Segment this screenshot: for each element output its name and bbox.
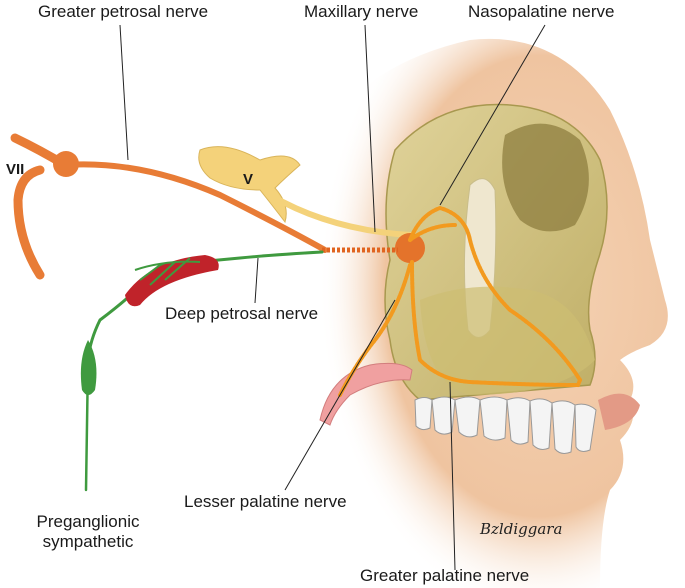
label-lesser-palatine-nerve: Lesser palatine nerve xyxy=(184,492,347,511)
label-greater-palatine-nerve: Greater palatine nerve xyxy=(360,566,530,585)
label-nasopalatine-nerve: Nasopalatine nerve xyxy=(468,2,615,21)
internal-carotid-artery xyxy=(125,255,219,307)
artist-signature: Bzldiggara xyxy=(480,520,563,538)
label-deep-petrosal-nerve: Deep petrosal nerve xyxy=(165,304,319,323)
label-vii: VII xyxy=(6,161,25,178)
pterygopalatine-ganglion xyxy=(395,233,425,263)
carotid-plexus xyxy=(134,257,201,286)
palatine-branches xyxy=(338,205,582,397)
upper-teeth xyxy=(414,396,597,454)
label-preganglionic-sympathetic: Preganglionic sympathetic xyxy=(18,512,158,552)
maxilla xyxy=(420,286,595,395)
upper-lip xyxy=(598,393,640,430)
label-maxillary-nerve: Maxillary nerve xyxy=(304,2,419,21)
label-preganglionic-line1: Preganglionic xyxy=(36,512,140,531)
superior-cervical-ganglion xyxy=(80,340,97,395)
sympathetic-chain xyxy=(84,250,324,492)
label-v: V xyxy=(243,171,254,188)
label-preganglionic-line2: sympathetic xyxy=(42,532,134,551)
label-greater-petrosal-nerve: Greater petrosal nerve xyxy=(38,2,209,21)
geniculate-ganglion xyxy=(53,151,79,177)
soft-palate xyxy=(319,362,413,426)
trigeminal-nerve-v xyxy=(198,146,413,238)
leader-lines xyxy=(119,24,546,571)
orbit xyxy=(502,123,589,232)
